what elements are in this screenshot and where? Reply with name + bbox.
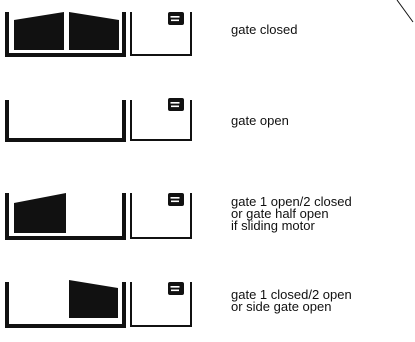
legend-row-gate-half-open: gate 1 open/2 closed or gate half open i…: [0, 185, 415, 250]
gate-side-open-label: gate 1 closed/2 open or side gate open: [231, 287, 352, 314]
gate-side-open-icon: [5, 280, 192, 328]
legend-row-gate-side-open: gate 1 closed/2 open or side gate open: [0, 272, 415, 337]
legend-row-gate-open: gate open: [0, 92, 415, 152]
gate-half-open-label: gate 1 open/2 closed or gate half open i…: [231, 194, 352, 233]
gate-closed-label: gate closed: [231, 22, 298, 37]
legend-row-gate-closed: gate closed: [0, 0, 415, 70]
gate-open-icon: [5, 98, 192, 142]
gate-closed-icon: [5, 12, 192, 57]
gate-open-label: gate open: [231, 113, 289, 128]
gate-half-open-icon: [5, 193, 192, 240]
